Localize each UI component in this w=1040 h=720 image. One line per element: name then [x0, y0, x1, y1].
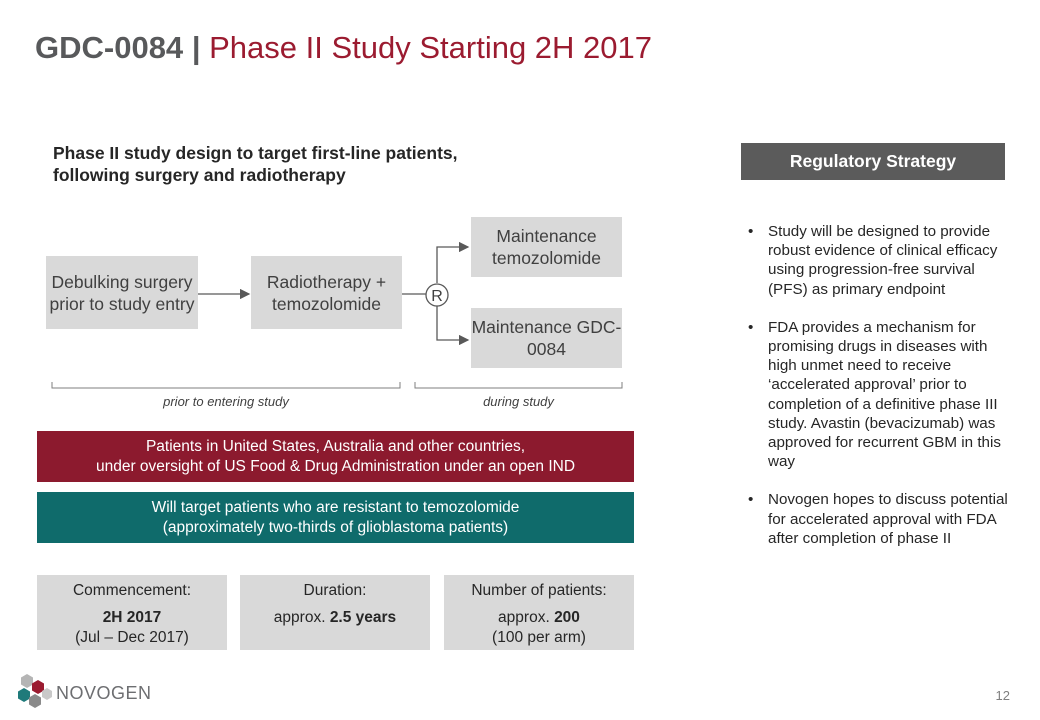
regulatory-bullet: • Novogen hopes to discuss potential for … — [745, 490, 1015, 548]
duration-box: Duration: approx. 2.5 years — [240, 575, 430, 650]
title-product: GDC-0084 — [35, 30, 184, 65]
target-banner-line1: Will target patients who are resistant t… — [151, 498, 520, 516]
duration-value-line: approx. 2.5 years — [240, 608, 430, 628]
title-subtitle: Phase II Study Starting 2H 2017 — [209, 30, 653, 65]
patients-count-label: Number of patients: — [471, 582, 607, 599]
patients-banner: Patients in United States, Australia and… — [37, 431, 634, 482]
page-number: 12 — [995, 688, 1010, 703]
logo-hexagons-icon — [18, 674, 52, 708]
patients-count-box: Number of patients: approx. 200 (100 per… — [444, 575, 634, 650]
commencement-box: Commencement: 2H 2017 (Jul – Dec 2017) — [37, 575, 227, 650]
commencement-value: 2H 2017 — [102, 609, 162, 626]
arm-maintenance-gdc0084: Maintenance GDC-0084 — [471, 308, 622, 368]
regulatory-bullet: • FDA provides a mechanism for promising … — [745, 318, 1015, 472]
regulatory-bullet-text: Study will be designed to provide robust… — [768, 223, 998, 298]
arrow-r-to-tmz — [436, 241, 470, 283]
patients-count-value: 200 — [554, 609, 580, 626]
patients-count-prefix: approx. — [498, 609, 555, 626]
bracket-prior — [51, 382, 401, 389]
duration-label: Duration: — [303, 582, 367, 599]
regulatory-bullet-text: Novogen hopes to discuss potential for a… — [768, 491, 1008, 547]
logo-wordmark: NOVOGEN — [56, 683, 152, 703]
regulatory-strategy-header: Regulatory Strategy — [741, 143, 1005, 180]
study-design-heading: Phase II study design to target first-li… — [53, 143, 458, 185]
randomize-label: R — [431, 288, 443, 305]
commencement-label: Commencement: — [72, 582, 191, 599]
patients-count-detail: (100 per arm) — [492, 629, 586, 646]
step-radiotherapy: Radiotherapy + temozolomide — [251, 256, 402, 329]
duration-prefix: approx. — [273, 609, 330, 626]
randomize-circle — [425, 283, 449, 307]
patients-count-value-line: approx. 200 — [444, 608, 634, 628]
novogen-logo: NOVOGEN — [18, 674, 152, 708]
patients-banner-line1: Patients in United States, Australia and… — [145, 437, 526, 455]
bracket-label-prior: prior to entering study — [163, 394, 289, 409]
target-banner-line2: (approximately two-thirds of glioblastom… — [162, 518, 509, 536]
arm-maintenance-temozolomide: Maintenance temozolomide — [471, 217, 622, 277]
regulatory-bullet-text: FDA provides a mechanism for promising d… — [768, 318, 1001, 471]
bracket-label-during: during study — [483, 394, 554, 409]
commencement-detail: (Jul – Dec 2017) — [75, 629, 189, 646]
bracket-during — [414, 382, 623, 389]
duration-value: 2.5 years — [329, 609, 397, 626]
step-debulking-surgery: Debulking surgery prior to study entry — [46, 256, 198, 329]
regulatory-bullet: • Study will be designed to provide robus… — [745, 222, 1015, 299]
title-separator: | — [191, 30, 201, 65]
patients-banner-line2: under oversight of US Food & Drug Admini… — [95, 457, 576, 475]
page-title: GDC-0084 | Phase II Study Starting 2H 20… — [35, 30, 652, 66]
arrow-r-to-gdc — [436, 306, 470, 346]
regulatory-bullet-list: • Study will be designed to provide robus… — [745, 222, 1015, 567]
target-banner: Will target patients who are resistant t… — [37, 492, 634, 543]
bullet-marker: • — [748, 318, 754, 336]
bullet-marker: • — [748, 223, 754, 240]
bullet-marker: • — [748, 491, 754, 509]
